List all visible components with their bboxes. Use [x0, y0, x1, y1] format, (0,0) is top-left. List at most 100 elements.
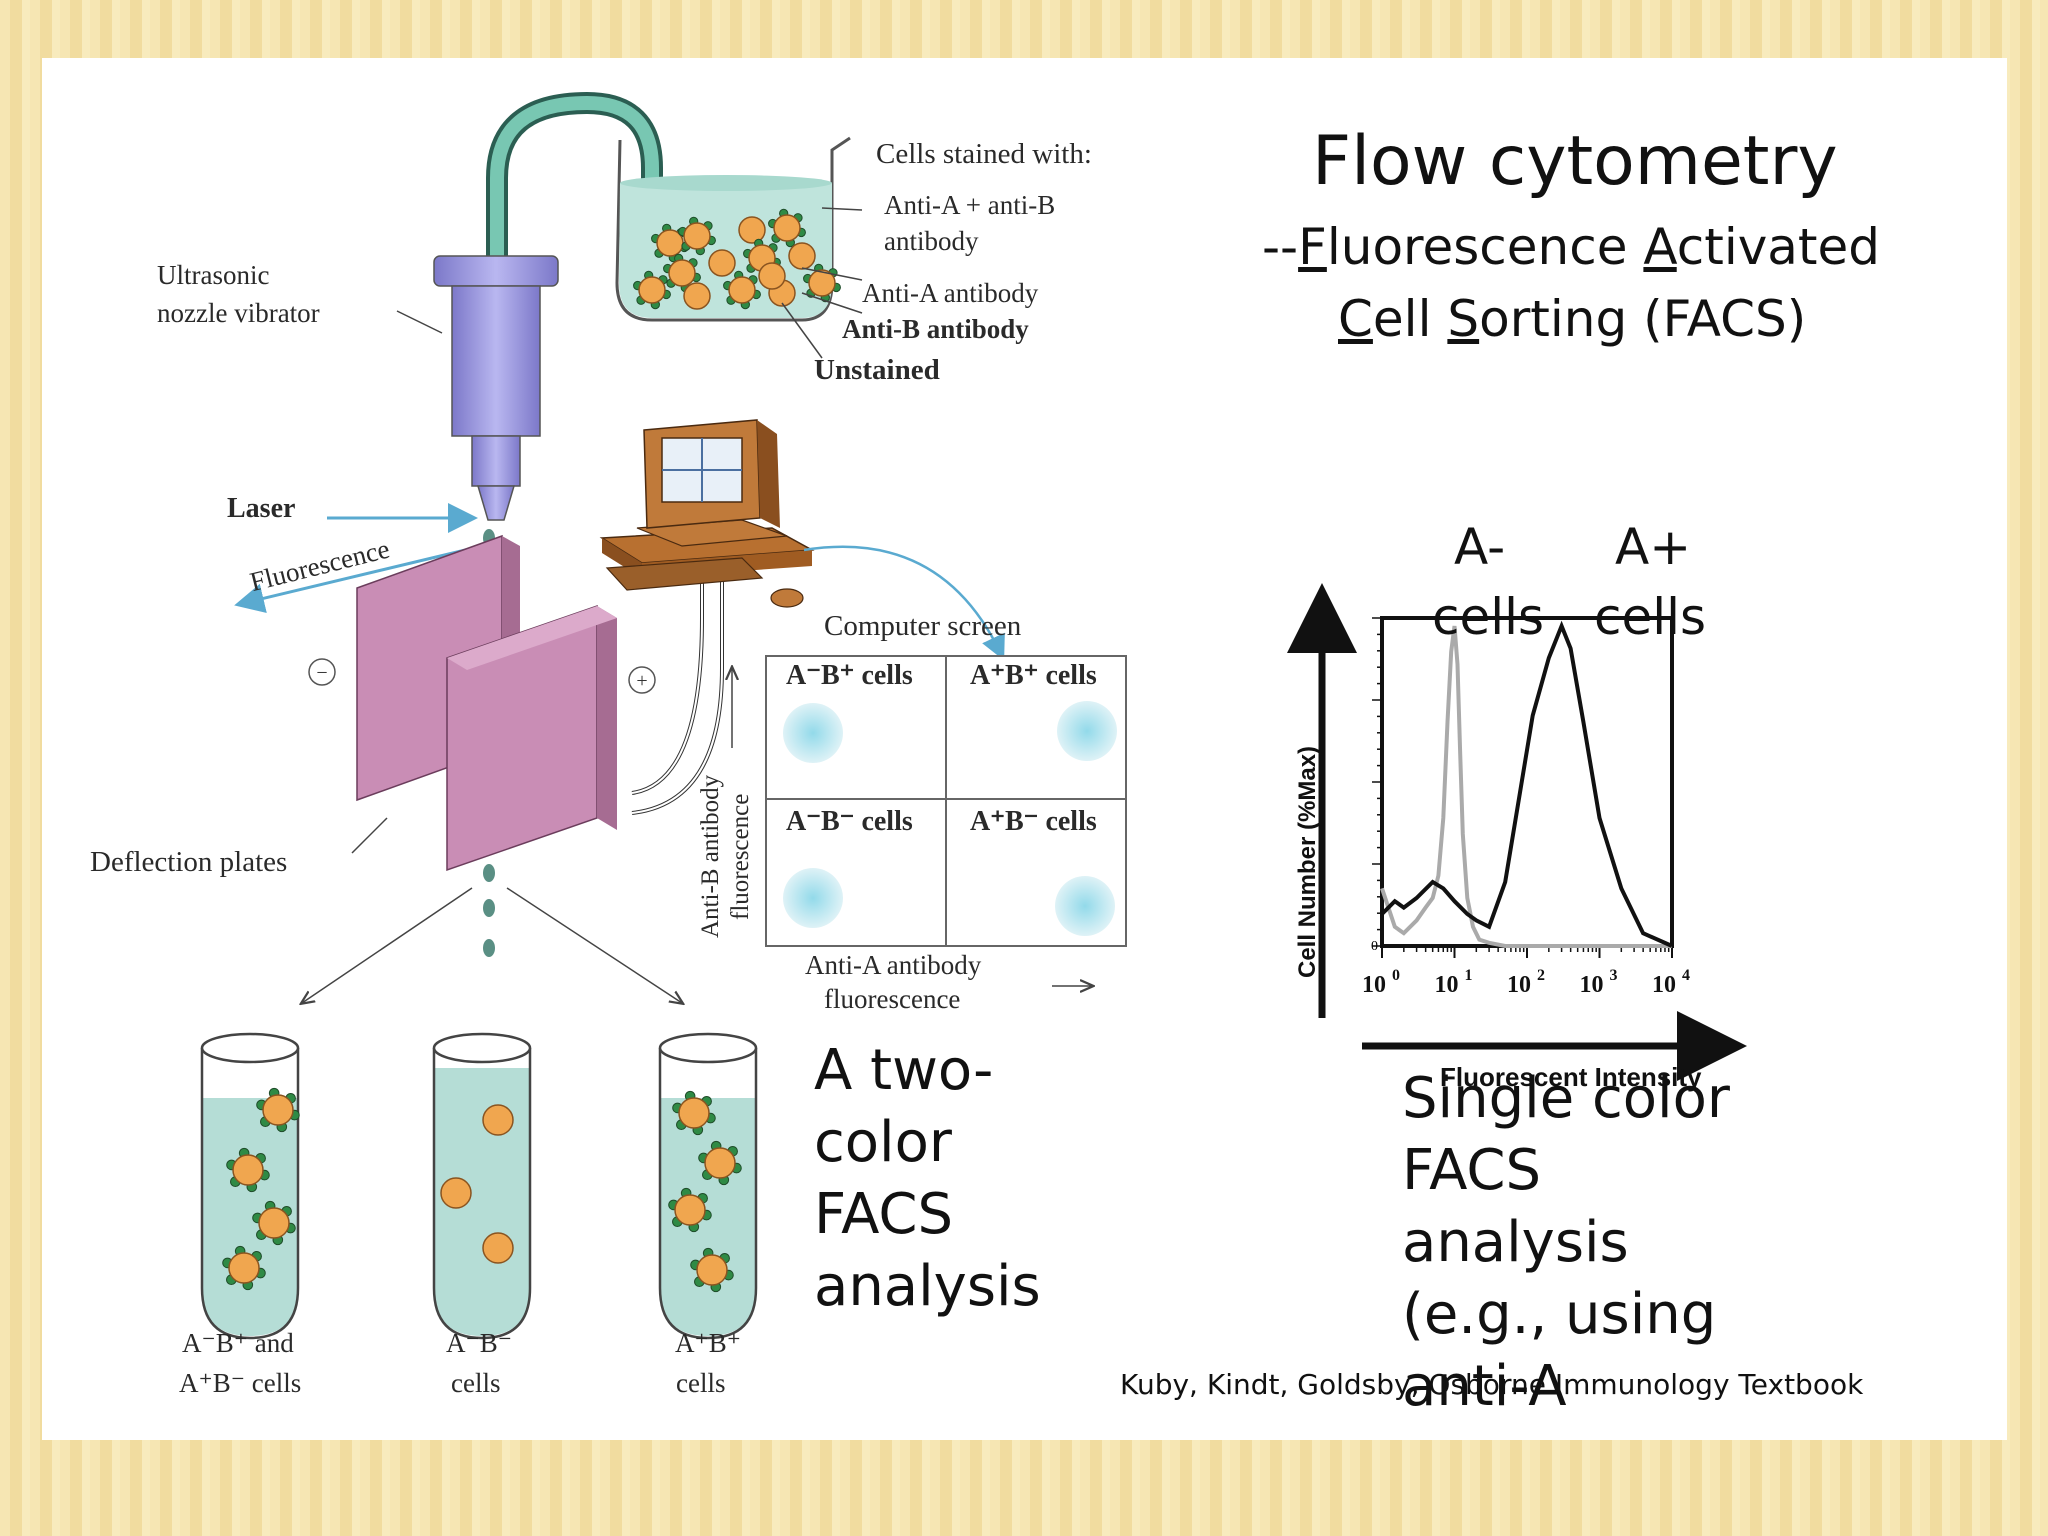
anti-b-label: Anti-B antibody — [842, 314, 1029, 344]
anti-a-b-label-1: Anti-A + anti-B — [884, 190, 1056, 220]
unstained-cell-icon — [482, 1232, 514, 1264]
histogram-y-label: Cell Number (%Max) — [1294, 745, 1321, 978]
single-color-caption-4: (e.g., using — [1402, 1282, 1717, 1347]
quadrant-a-pos-b-pos: A⁺B⁺ cells — [970, 660, 1097, 691]
single-color-caption-1: Single color — [1402, 1066, 1730, 1131]
computer-screen-panel — [765, 655, 1127, 947]
unstained-label: Unstained — [814, 354, 940, 386]
quadrant-a-pos-b-neg: A⁺B⁻ cells — [970, 806, 1097, 837]
stained-cell-icon — [226, 1147, 270, 1193]
plus-sign: + — [636, 670, 647, 692]
unstained-cell-icon — [788, 242, 816, 270]
laser-label: Laser — [227, 493, 296, 524]
slide-title: Flow cytometry — [1312, 122, 1838, 201]
deflection-plates — [356, 534, 617, 872]
two-color-caption-4: analysis — [814, 1254, 1041, 1319]
deflection-plates-label: Deflection plates — [90, 846, 288, 878]
ultrasonic-nozzle — [433, 255, 559, 521]
tube-3-label-1: A⁺B⁺ — [675, 1328, 742, 1358]
subtitle-initial-c: C — [1338, 290, 1373, 348]
subtitle-word-cell: ell — [1372, 290, 1448, 348]
series-a-neg-line — [1380, 625, 1672, 948]
quadrant-a-neg-b-neg: A⁻B⁻ cells — [786, 806, 913, 837]
x-tick-label: 10 — [1362, 972, 1386, 998]
unstained-cell-icon — [708, 249, 736, 277]
two-color-caption-2: color — [814, 1110, 952, 1175]
stained-cell-icon — [256, 1087, 300, 1133]
two-color-caption-3: FACS — [814, 1182, 954, 1247]
unstained-cell-icon — [738, 216, 766, 244]
collection-tubes — [200, 1032, 758, 1340]
fluorescence-beam — [234, 544, 483, 613]
unstained-cell-icon — [482, 1104, 514, 1136]
stained-cell-icon — [768, 208, 806, 248]
tube-2-label-1: A⁻B⁻ — [446, 1328, 513, 1358]
x-tick-exponent: 4 — [1682, 967, 1690, 984]
two-color-caption-1: A two- — [814, 1038, 994, 1103]
tube-3 — [658, 1032, 758, 1340]
subtitle-prefix: -- — [1262, 218, 1299, 276]
subtitle-word-fluorescence: luorescence — [1326, 218, 1644, 276]
histogram-x-label: Fluorescent Intensity — [1440, 1062, 1702, 1092]
computer-screen-title: Computer screen — [824, 610, 1022, 642]
tube-1 — [200, 1032, 300, 1340]
anti-a-b-label-2: antibody — [884, 226, 979, 256]
stained-cell-icon — [672, 1090, 716, 1136]
citation: Kuby, Kindt, Goldsby, Osborne Immunology… — [1120, 1368, 1864, 1401]
stained-cell-icon — [633, 270, 671, 310]
x-tick-exponent: 0 — [1392, 967, 1400, 984]
slide: − + — [42, 58, 2007, 1440]
y-axis-label-1: Anti-B antibody — [697, 774, 724, 938]
nozzle-label-2: nozzle vibrator — [157, 298, 320, 328]
plus-terminal-icon — [628, 666, 656, 694]
x-tick-exponent: 2 — [1537, 967, 1545, 984]
subtitle-initial-a: A — [1643, 218, 1677, 276]
stained-cell-icon — [678, 216, 716, 256]
y-axis-label-2: fluorescence — [727, 793, 754, 920]
a-pos-header-1: A+ — [1615, 518, 1692, 576]
tube-1-label-1: A⁻B⁺ and — [182, 1328, 294, 1358]
stained-cell-icon — [698, 1140, 742, 1186]
computer-icon — [599, 419, 815, 608]
x-axis-label-1: Anti-A antibody — [805, 950, 982, 980]
minus-sign: − — [316, 662, 327, 684]
stain-label: Cells stained with: — [876, 138, 1092, 170]
subtitle-initial-s: S — [1447, 290, 1480, 348]
a-neg-header-2: cells — [1432, 588, 1545, 646]
stained-cell-icon — [668, 1187, 712, 1233]
stained-cell-icon — [222, 1245, 266, 1291]
quadrant-a-neg-b-pos: A⁻B⁺ cells — [786, 660, 913, 691]
x-tick-exponent: 1 — [1465, 967, 1473, 984]
single-color-caption-5: anti-A — [1402, 1354, 1567, 1419]
subtitle-word-sorting: orting (FACS) — [1479, 290, 1807, 348]
tube-3-label-2: cells — [676, 1368, 726, 1398]
single-color-caption-3: analysis — [1402, 1210, 1629, 1275]
series-a-pos-line — [1380, 620, 1673, 948]
subtitle-word-activated: ctivated — [1676, 218, 1881, 276]
a-pos-header-2: cells — [1594, 588, 1707, 646]
minus-terminal-icon — [308, 658, 336, 686]
x-tick-label: 10 — [1507, 972, 1531, 998]
subtitle-line-1: --Fluorescence Activated — [1262, 218, 1880, 276]
unstained-cell-icon — [683, 282, 711, 310]
x-tick-label: 10 — [1652, 972, 1676, 998]
anti-a-label: Anti-A antibody — [862, 278, 1039, 308]
unstained-cell-icon — [440, 1177, 472, 1209]
y-zero-tick: 0 — [1371, 939, 1378, 954]
unstained-cell-icon — [758, 262, 786, 290]
facs-diagram: − + — [200, 91, 1127, 1340]
tube-2 — [432, 1032, 532, 1340]
sample-beaker — [615, 136, 851, 322]
subtitle-line-2: Cell Sorting (FACS) — [1338, 290, 1806, 348]
a-neg-header-1: A- — [1454, 518, 1506, 576]
stained-cell-icon — [690, 1247, 734, 1293]
tube-2-label-2: cells — [451, 1368, 501, 1398]
x-tick-label: 10 — [1580, 972, 1604, 998]
stained-cell-icon — [252, 1200, 296, 1246]
subtitle-initial-f: F — [1298, 218, 1327, 276]
tube-1-label-2: A⁺B⁻ cells — [179, 1368, 302, 1398]
x-tick-exponent: 3 — [1610, 967, 1618, 984]
single-color-caption-2: FACS — [1402, 1138, 1542, 1203]
stained-cell-icon — [723, 270, 761, 310]
